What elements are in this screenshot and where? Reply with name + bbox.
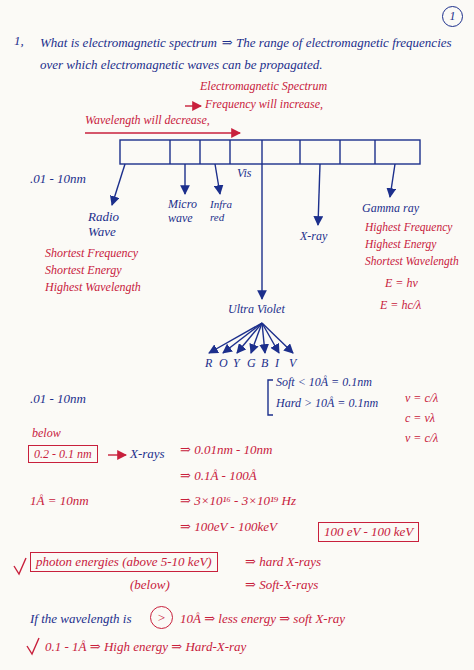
note-box: photon energies (above 5-10 keV) [30, 552, 218, 572]
note-text: Wavelength will decrease, [85, 114, 210, 128]
band-arrow [261, 164, 262, 299]
note-text: If the wavelength is [30, 612, 131, 627]
note-text: 0.1 - 1Å ⇒ High energy ⇒ Hard-X-ray [45, 640, 246, 655]
note-text: Highest Wavelength [45, 281, 141, 295]
colour-letter: O [219, 357, 228, 371]
check-mark [14, 558, 26, 574]
xray-arrow [108, 454, 126, 455]
note-text: Electromagnetic Spectrum [200, 80, 327, 94]
box-text: 0.2 - 0.1 nm [34, 447, 92, 461]
note-text: (below) [130, 578, 170, 593]
page-number: 1 [442, 6, 463, 27]
note-text: X-rays [130, 447, 165, 462]
band-label: Ultra Violet [228, 303, 285, 317]
band-arrow [390, 164, 395, 197]
band-label: Micro wave [168, 198, 202, 226]
colour-letter: I [275, 357, 279, 371]
spectrum-bar [120, 140, 420, 164]
note-text: Hard > 10Å = 0.1nm [276, 397, 378, 411]
formula-text: ν = c/λ [405, 392, 438, 406]
band-label: Vis [237, 167, 251, 181]
note-text: Shortest Frequency [45, 247, 138, 261]
formula-text: E = hν [385, 277, 418, 291]
note-text: ⇒ 0.1Å - 100Å [180, 469, 257, 484]
formula-text: c = νλ [405, 412, 435, 426]
range-text: .01 - 10nm [30, 172, 86, 187]
note-text: Shortest Energy [45, 264, 122, 278]
band-label: Radio Wave [88, 210, 128, 240]
check-mark [27, 638, 39, 654]
box-text: > [157, 610, 166, 626]
box-text: photon energies (above 5-10 keV) [36, 554, 212, 569]
note-text: ⇒ Soft-X-rays [245, 578, 318, 593]
colour-letter: V [289, 357, 296, 371]
note-text: Soft < 10Å = 0.1nm [276, 376, 372, 390]
note-text: 10Å ⇒ less energy ⇒ soft X-ray [180, 612, 345, 627]
increase-arrow [185, 105, 201, 106]
colour-letter: B [261, 357, 268, 371]
note-text: ⇒ hard X-rays [245, 555, 321, 570]
box-text: 1 [450, 9, 456, 23]
band-label: X-ray [300, 230, 327, 244]
band-arrow [215, 164, 220, 194]
band-label: Gamma ray [362, 202, 419, 216]
range-box: 100 eV - 100 keV [318, 522, 419, 542]
note-text: Shortest Wavelength [365, 255, 459, 268]
colour-letter: Y [233, 357, 240, 371]
circled-sign: > [150, 606, 173, 629]
range-box: 0.2 - 0.1 nm [28, 445, 98, 463]
decrease-arrow [85, 132, 240, 133]
definition-block: What is electromagnetic spectrum⇒ The ra… [40, 32, 460, 76]
band-arrow [112, 164, 125, 205]
note-text: Highest Frequency [365, 221, 452, 234]
item-number: 1, [14, 34, 24, 49]
note-text: Frequency will increase, [205, 98, 323, 112]
range-text: .01 - 10nm [30, 392, 86, 407]
formula-text: ν = c/λ [405, 432, 438, 446]
band-label: Infra red [210, 198, 238, 223]
band-arrow [184, 164, 185, 194]
formula-text: E = hc/λ [380, 299, 421, 313]
note-text: ⇒ 100eV - 100keV [180, 520, 277, 535]
note-text: ⇒ 0.01nm - 10nm [180, 443, 273, 458]
colour-letter: R [205, 357, 212, 371]
bracket [268, 380, 273, 415]
colour-letter: G [247, 357, 256, 371]
box-text: 100 eV - 100 keV [324, 524, 413, 539]
band-arrow [318, 164, 320, 225]
heading-text: What is electromagnetic spectrum [40, 35, 217, 50]
note-text: below [32, 427, 61, 441]
note-text: 1Å = 10nm [30, 494, 89, 509]
note-text: ⇒ 3×10¹⁶ - 3×10¹⁹ Hz [180, 494, 296, 509]
note-text: Highest Energy [365, 238, 436, 251]
